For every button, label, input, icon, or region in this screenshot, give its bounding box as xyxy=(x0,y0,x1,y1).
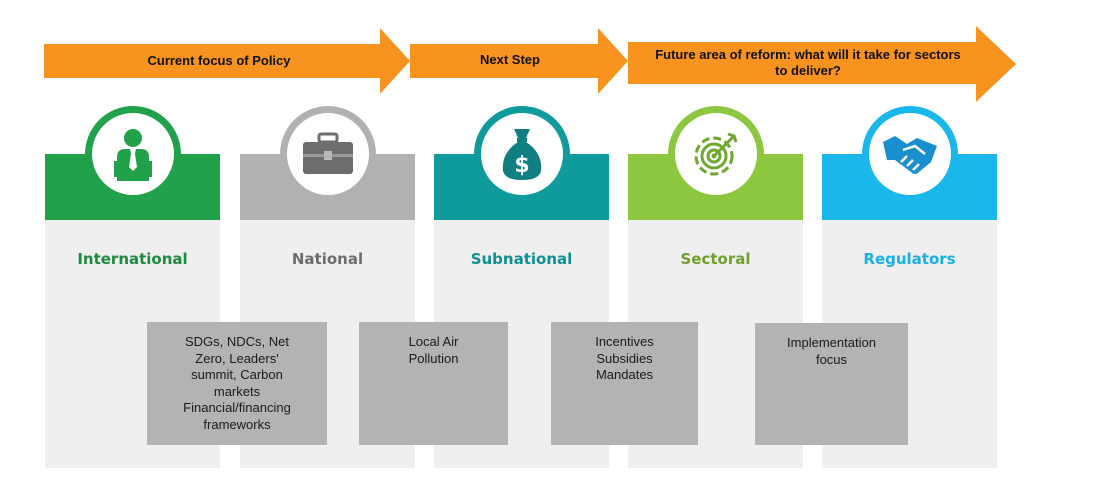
note-sectoral: Incentives Subsidies Mandates xyxy=(551,322,698,445)
note-line: Mandates xyxy=(595,367,654,382)
note-line: frameworks xyxy=(203,416,271,432)
businessman-icon xyxy=(114,129,152,181)
note-line: Local Air xyxy=(408,334,459,349)
column-title: National xyxy=(291,250,364,268)
briefcase-icon xyxy=(303,132,353,174)
note-regulators: Implementation focus xyxy=(755,323,908,445)
note-line: focus xyxy=(815,351,848,367)
handshake-icon xyxy=(883,136,937,174)
note-line: summit, Carbon xyxy=(191,367,283,382)
icon-circle xyxy=(668,106,764,202)
column-title: Regulators xyxy=(863,250,956,268)
note-line: markets xyxy=(213,383,261,399)
arrow-current-focus-label: Current focus of Policy xyxy=(147,53,291,68)
icon-circle xyxy=(862,106,958,202)
note-line: Incentives xyxy=(595,334,654,349)
column-title: International xyxy=(77,250,188,268)
arrow-future-reform-label: Future area of reform: what will it take… xyxy=(628,47,988,79)
note-line: SDGs, NDCs, Net xyxy=(184,334,289,349)
svg-text:$: $ xyxy=(514,153,529,178)
note-line: Subsidies xyxy=(596,350,653,366)
note-line: Zero, Leaders' xyxy=(195,350,279,366)
note-line: Financial/financing xyxy=(183,400,291,415)
arrow-shape xyxy=(44,28,410,94)
arrow-future-reform-line-1: Future area of reform: what will it take… xyxy=(655,47,961,62)
note-subnational: Local Air Pollution xyxy=(359,322,508,445)
column-international: International xyxy=(45,106,220,468)
arrow-shape xyxy=(410,28,628,94)
icon-circle xyxy=(85,106,181,202)
note-international: SDGs, NDCs, Net Zero, Leaders' summit, C… xyxy=(147,322,327,445)
arrow-shape xyxy=(628,26,1016,102)
note-line: Implementation xyxy=(787,335,876,350)
column-title: Sectoral xyxy=(680,250,751,268)
target-gear-icon xyxy=(694,132,738,176)
arrow-future-reform: Future area of reform: what will it take… xyxy=(628,26,1016,102)
column-title: Subnational xyxy=(470,250,573,268)
icon-circle xyxy=(280,106,376,202)
arrow-next-step-label: Next Step xyxy=(480,52,540,67)
arrow-next-step: Next Step xyxy=(410,28,628,94)
icon-circle: $ xyxy=(474,106,570,202)
money-bag-icon: $ xyxy=(502,129,542,180)
note-line: Pollution xyxy=(408,350,459,366)
arrow-future-reform-line-2: to deliver? xyxy=(775,63,841,78)
arrow-current-focus: Current focus of Policy xyxy=(44,28,410,94)
